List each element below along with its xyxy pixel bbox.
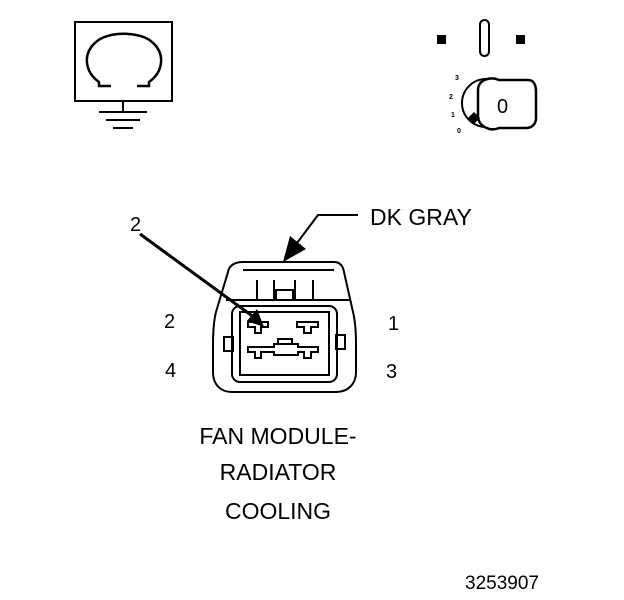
callout-arrowhead bbox=[283, 236, 306, 262]
position-marker bbox=[468, 112, 480, 124]
ignition-key-switch-icon: 3 2 1 0 0 bbox=[437, 19, 538, 135]
connector-name-line-1: FAN MODULE- bbox=[199, 423, 356, 449]
omega-symbol bbox=[85, 32, 163, 88]
cavity-block bbox=[239, 311, 330, 376]
wire-color-callout: DK GRAY bbox=[283, 204, 472, 262]
terminal-1 bbox=[296, 321, 319, 334]
switch-position-1: 1 bbox=[451, 112, 455, 119]
latch-tab bbox=[275, 289, 294, 301]
switch-position-0: 0 bbox=[457, 128, 461, 135]
pin-label-1: 1 bbox=[388, 313, 399, 335]
side-key-right bbox=[335, 334, 346, 350]
bridge-key bbox=[277, 338, 293, 345]
pin-label-4: 4 bbox=[165, 360, 176, 382]
ignition-key bbox=[476, 77, 538, 131]
terminals-4-3-bridge bbox=[247, 343, 319, 359]
pin-label-2: 2 bbox=[164, 311, 175, 333]
switch-blade bbox=[479, 19, 490, 57]
pointer-line bbox=[139, 232, 256, 320]
switch-contact-left bbox=[437, 35, 446, 44]
figure-id: 3253907 bbox=[465, 573, 539, 594]
connector-shell bbox=[212, 261, 357, 393]
switch-position-3: 3 bbox=[455, 75, 459, 82]
connector-name-line-3: COOLING bbox=[225, 498, 331, 524]
side-key-left bbox=[223, 336, 234, 352]
switch-contact-right bbox=[516, 35, 525, 44]
pin-label-3: 3 bbox=[386, 361, 397, 383]
terminal-2 bbox=[247, 321, 269, 334]
ohm-meter-ground-icon bbox=[74, 21, 173, 129]
switch-position-2: 2 bbox=[449, 94, 453, 101]
fan-module-connector bbox=[212, 261, 357, 393]
wire-color-label: DK GRAY bbox=[370, 204, 472, 230]
key-label: 0 bbox=[497, 96, 508, 118]
connector-name-line-2: RADIATOR bbox=[220, 459, 337, 485]
pointer-pin-label: 2 bbox=[130, 214, 141, 236]
callout-leader bbox=[296, 214, 358, 244]
